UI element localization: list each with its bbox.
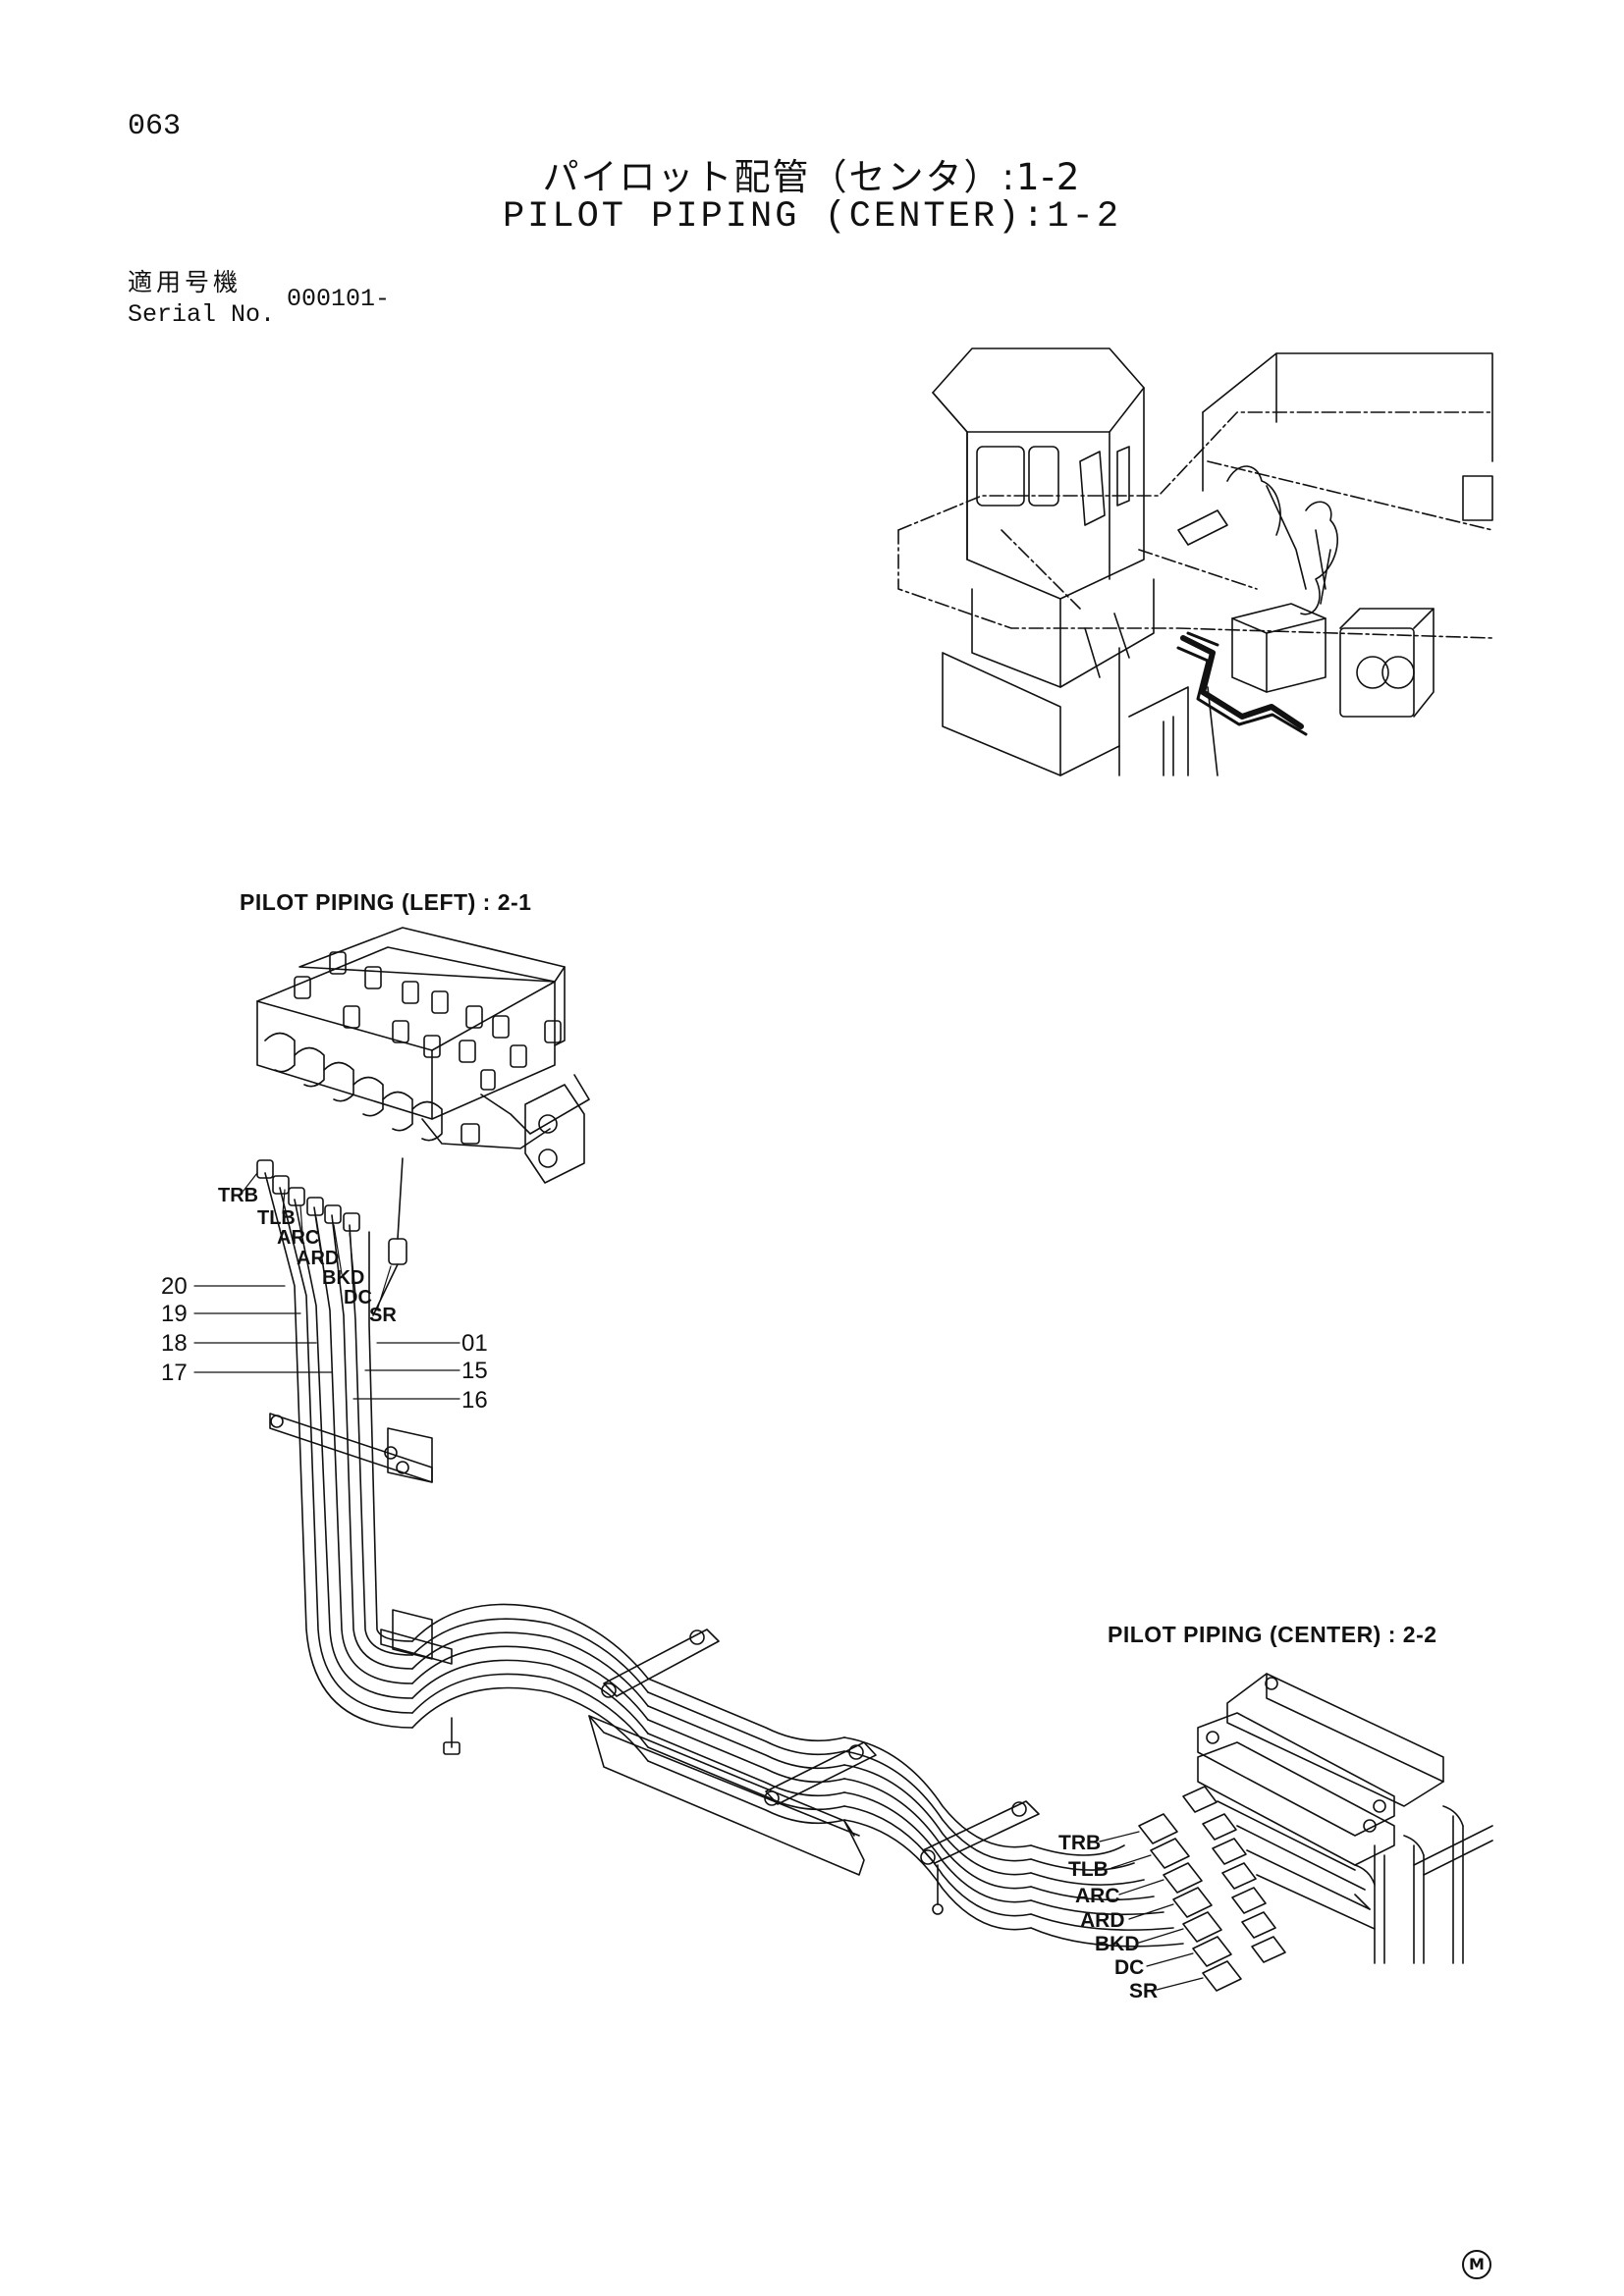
valve-top-fittings bbox=[294, 951, 562, 1068]
middle-hose-run bbox=[411, 1603, 1184, 1948]
left-label-leaders bbox=[243, 1172, 392, 1311]
center-pipe-labels: TRB TLB ARC ARD BKD DC SR bbox=[1058, 1832, 1158, 2002]
callout-16: 16 bbox=[461, 1387, 488, 1414]
left-pipe-label-arc: ARC bbox=[277, 1227, 319, 1249]
page-title-japanese: パイロット配管（センタ）:1-2 bbox=[542, 156, 1082, 198]
page-title-english: PILOT PIPING (CENTER):1-2 bbox=[502, 196, 1122, 238]
left-pipe-label-tlb: TLB bbox=[257, 1207, 296, 1229]
page-number: 063 bbox=[128, 110, 182, 143]
pilot-valve-block bbox=[256, 927, 590, 1184]
callout-01: 01 bbox=[461, 1330, 488, 1357]
center-manifold bbox=[1138, 1673, 1493, 1992]
serial-label-japanese: 適用号機 bbox=[128, 268, 243, 296]
center-pipe-label-bkd: BKD bbox=[1095, 1933, 1140, 1955]
callout-20: 20 bbox=[161, 1273, 188, 1300]
center-pipe-label-tlb: TLB bbox=[1068, 1858, 1109, 1881]
callout-18: 18 bbox=[161, 1330, 188, 1357]
left-pipe-label-sr: SR bbox=[369, 1305, 397, 1326]
serial-number-value: 000101- bbox=[287, 285, 391, 313]
left-pipe-label-dc: DC bbox=[344, 1287, 372, 1308]
center-pipe-label-arc: ARC bbox=[1075, 1885, 1120, 1907]
callout-15: 15 bbox=[461, 1358, 488, 1384]
left-pipe-label-trb: TRB bbox=[218, 1185, 258, 1206]
valve-elbow-fittings bbox=[264, 1032, 496, 1145]
center-pipe-label-sr: SR bbox=[1129, 1980, 1158, 2002]
reference-pilot-piping-center: PILOT PIPING (CENTER) : 2-2 bbox=[1108, 1622, 1437, 1647]
callout-numbers: 20 19 18 17 01 15 16 bbox=[161, 1273, 488, 1414]
center-pipe-label-ard: ARD bbox=[1080, 1909, 1125, 1932]
manufacturer-mark: M bbox=[1462, 2250, 1491, 2279]
serial-label-english: Serial No. bbox=[128, 300, 276, 329]
manifold-fittings bbox=[1138, 1786, 1286, 1992]
machine-overview-sketch bbox=[897, 347, 1493, 776]
reference-pilot-piping-left: PILOT PIPING (LEFT) : 2-1 bbox=[240, 889, 532, 915]
callout-leaders bbox=[193, 1285, 460, 1400]
left-pipe-label-ard: ARD bbox=[297, 1248, 339, 1269]
left-hose-bundle bbox=[256, 1157, 460, 1755]
center-pipe-label-trb: TRB bbox=[1058, 1832, 1101, 1854]
callout-17: 17 bbox=[161, 1360, 188, 1386]
center-label-leaders bbox=[1099, 1831, 1204, 1991]
center-pipe-label-dc: DC bbox=[1114, 1956, 1144, 1979]
left-pipe-label-bkd: BKD bbox=[322, 1267, 364, 1289]
callout-19: 19 bbox=[161, 1301, 188, 1327]
left-pipe-labels: TRB TLB ARC ARD BKD DC SR bbox=[218, 1185, 397, 1326]
